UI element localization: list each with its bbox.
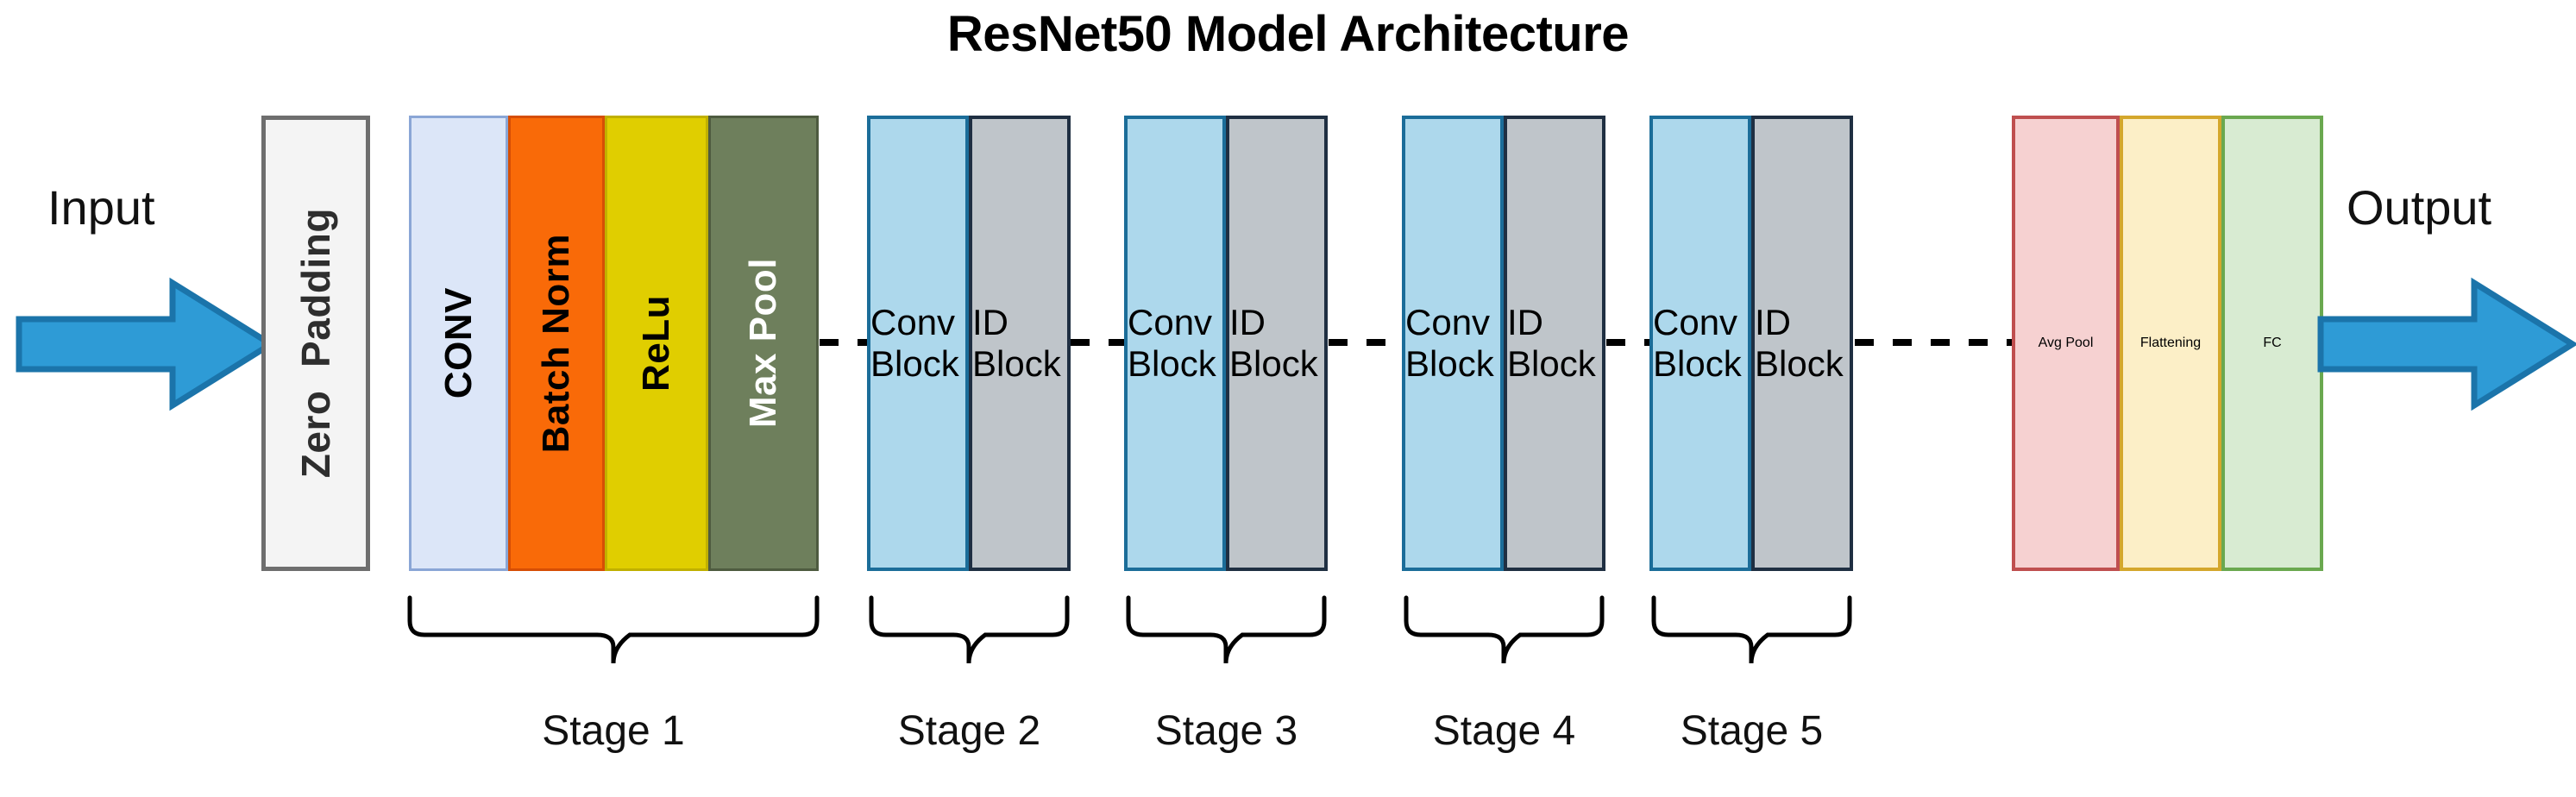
fc-block[interactable]: FC [2221, 116, 2323, 571]
stage4-conv-label: Conv Block [1405, 302, 1494, 384]
connector-dashed-3 [1329, 339, 1403, 346]
stage1-batchnorm-label: Batch Norm [535, 233, 577, 454]
stage5-conv-block[interactable]: Conv Block [1649, 116, 1751, 571]
stage4-id-block[interactable]: ID Block [1504, 116, 1605, 571]
stage1-brace-icon [405, 595, 821, 666]
stage1-relu-block[interactable]: ReLu [605, 116, 708, 571]
stage1-batchnorm-block[interactable]: Batch Norm [508, 116, 605, 571]
output-label: Output [2347, 180, 2492, 235]
stage1-relu-label: ReLu [635, 295, 677, 392]
stage4-id-label: ID Block [1507, 302, 1596, 384]
flattening-block[interactable]: Flattening [2120, 116, 2221, 571]
stage4-brace-icon [1402, 595, 1606, 666]
stage2-caption: Stage 2 [897, 708, 1041, 754]
stage2-conv-label: Conv Block [870, 302, 959, 384]
output-arrow-icon [2317, 276, 2576, 412]
stage3-conv-label: Conv Block [1128, 302, 1216, 384]
zero-padding-label: Zero Padding [293, 208, 338, 479]
stage3-id-label: ID Block [1229, 302, 1318, 384]
stage1-conv-block[interactable]: CONV [409, 116, 508, 571]
stage3-brace-icon [1124, 595, 1329, 666]
stage1-caption: Stage 1 [542, 708, 685, 754]
connector-dashed-5 [1855, 339, 2014, 346]
stage4-caption: Stage 4 [1432, 708, 1576, 754]
stage1-maxpool-block[interactable]: Max Pool [708, 116, 819, 571]
stage1-conv-label: CONV [437, 287, 480, 399]
stage2-conv-block[interactable]: Conv Block [867, 116, 969, 571]
connector-dashed-1 [820, 339, 868, 346]
stage4-conv-block[interactable]: Conv Block [1402, 116, 1504, 571]
stage5-id-block[interactable]: ID Block [1751, 116, 1853, 571]
stage1-maxpool-label: Max Pool [742, 258, 784, 429]
stage3-caption: Stage 3 [1154, 708, 1298, 754]
stage5-conv-label: Conv Block [1653, 302, 1742, 384]
stage2-brace-icon [867, 595, 1071, 666]
stage5-brace-icon [1649, 595, 1854, 666]
stage5-caption: Stage 5 [1680, 708, 1824, 754]
avg-pool-block[interactable]: Avg Pool [2012, 116, 2120, 571]
stage3-conv-block[interactable]: Conv Block [1124, 116, 1226, 571]
page-title: ResNet50 Model Architecture [946, 6, 1630, 62]
stage2-id-label: ID Block [972, 302, 1061, 384]
connector-dashed-4 [1606, 339, 1650, 346]
stage5-id-label: ID Block [1755, 302, 1844, 384]
connector-dashed-2 [1071, 339, 1125, 346]
flattening-label: Flattening [2139, 336, 2202, 350]
zero-padding-block[interactable]: Zero Padding [261, 116, 370, 571]
avg-pool-label: Avg Pool [2038, 336, 2094, 350]
input-arrow-icon [16, 276, 274, 412]
input-label: Input [47, 180, 155, 235]
stage2-id-block[interactable]: ID Block [969, 116, 1071, 571]
fc-label: FC [2263, 336, 2282, 350]
stage3-id-block[interactable]: ID Block [1226, 116, 1328, 571]
